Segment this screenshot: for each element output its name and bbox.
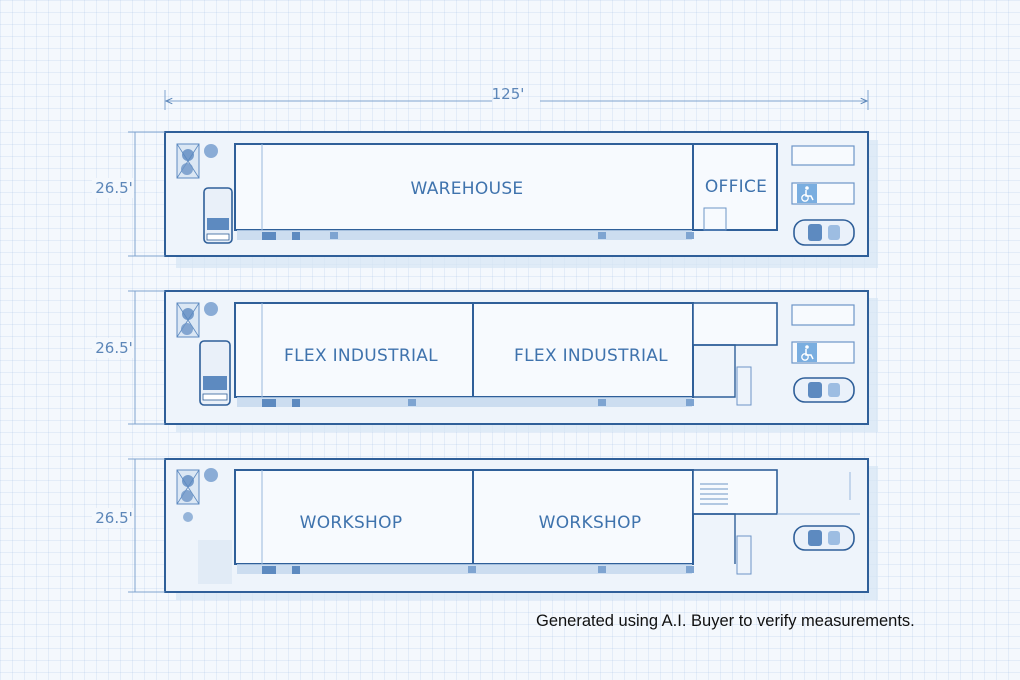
stairs	[700, 483, 728, 505]
caption: Generated using A.I. Buyer to verify mea…	[536, 612, 915, 630]
plan-warehouse-office: WAREHOUSE OFFICE	[92, 131, 878, 268]
parking-space	[791, 145, 855, 166]
wheelchair-icon	[797, 184, 817, 203]
depth-label: 26.5'	[95, 179, 133, 197]
overall-width-dimension: 125'	[164, 85, 869, 110]
depth-label: 26.5'	[95, 339, 133, 357]
room-label: FLEX INDUSTRIAL	[284, 346, 438, 366]
flex-industrial-room	[234, 302, 474, 398]
car-icon	[793, 525, 855, 551]
tree-icon	[176, 468, 218, 522]
plan-workshop: WORKSHOP WORKSHOP 26.5'	[92, 458, 878, 600]
room-label: OFFICE	[705, 177, 767, 197]
car-icon	[793, 377, 855, 403]
overall-width-label: 125'	[492, 85, 525, 103]
van-icon	[199, 340, 231, 406]
room-label: FLEX INDUSTRIAL	[514, 346, 668, 366]
room-label: WORKSHOP	[300, 513, 403, 533]
office-room	[692, 143, 778, 231]
tree-icon	[176, 143, 218, 179]
car-icon	[793, 219, 855, 246]
workshop-room	[234, 469, 474, 565]
plan-flex-industrial: FLEX INDUSTRIAL FLEX INDUSTRIAL	[92, 290, 878, 432]
depth-label: 26.5'	[95, 509, 133, 527]
van-icon	[203, 187, 233, 244]
wheelchair-icon	[797, 343, 817, 362]
flex-industrial-room	[472, 302, 694, 398]
parking-space	[791, 304, 855, 326]
tree-icon	[176, 302, 218, 338]
workshop-room	[472, 469, 694, 565]
room-label: WORKSHOP	[539, 513, 642, 533]
room-label: WAREHOUSE	[411, 179, 524, 199]
warehouse-room	[234, 143, 694, 231]
